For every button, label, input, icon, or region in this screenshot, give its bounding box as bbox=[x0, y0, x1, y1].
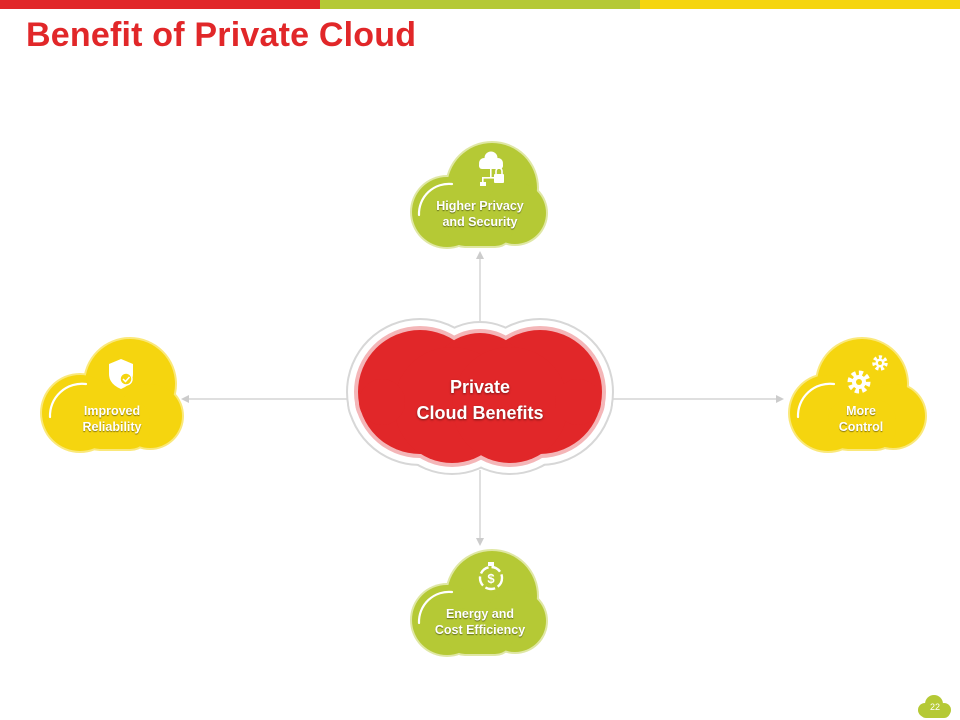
shield-check-icon bbox=[109, 359, 133, 389]
benefit-cloud-efficiency: $ bbox=[410, 549, 548, 657]
page-number: 22 bbox=[929, 702, 940, 712]
benefit-cloud-privacy bbox=[410, 141, 548, 249]
dollar-stopwatch-icon: $ bbox=[478, 562, 504, 591]
svg-text:$: $ bbox=[487, 571, 495, 586]
connectors bbox=[181, 251, 784, 546]
slide-title: Benefit of Private Cloud bbox=[26, 16, 417, 54]
benefit-cloud-control bbox=[788, 337, 927, 453]
benefit-label-line2: Cost Efficiency bbox=[434, 623, 526, 637]
benefit-label-line1: Higher Privacy bbox=[436, 199, 524, 213]
benefit-label-control: More Control bbox=[801, 403, 921, 435]
gears-icon bbox=[847, 355, 888, 394]
benefit-label-reliability: Improved Reliability bbox=[52, 403, 172, 435]
benefit-label-line2: Reliability bbox=[82, 420, 142, 434]
center-label-line1: Private bbox=[449, 377, 511, 397]
top-bar-yellow-segment bbox=[640, 0, 960, 9]
center-label-line2: Cloud Benefits bbox=[416, 403, 544, 423]
page-number-cloud bbox=[918, 695, 951, 718]
top-bar-green-segment bbox=[320, 0, 640, 9]
benefit-label-line2: Control bbox=[838, 420, 884, 434]
center-label: Private Cloud Benefits bbox=[380, 374, 580, 426]
benefit-cloud-reliability bbox=[40, 337, 184, 453]
benefit-label-privacy: Higher Privacy and Security bbox=[420, 198, 540, 230]
benefit-label-line1: More bbox=[846, 404, 876, 418]
benefit-label-line1: Improved bbox=[83, 404, 141, 418]
top-bar-red-segment bbox=[0, 0, 320, 9]
benefit-label-line1: Energy and bbox=[445, 607, 515, 621]
benefit-label-efficiency: Energy and Cost Efficiency bbox=[420, 606, 540, 638]
benefit-label-line2: and Security bbox=[442, 215, 518, 229]
center-cloud bbox=[346, 318, 614, 475]
cloud-lock-network-icon bbox=[479, 151, 504, 186]
